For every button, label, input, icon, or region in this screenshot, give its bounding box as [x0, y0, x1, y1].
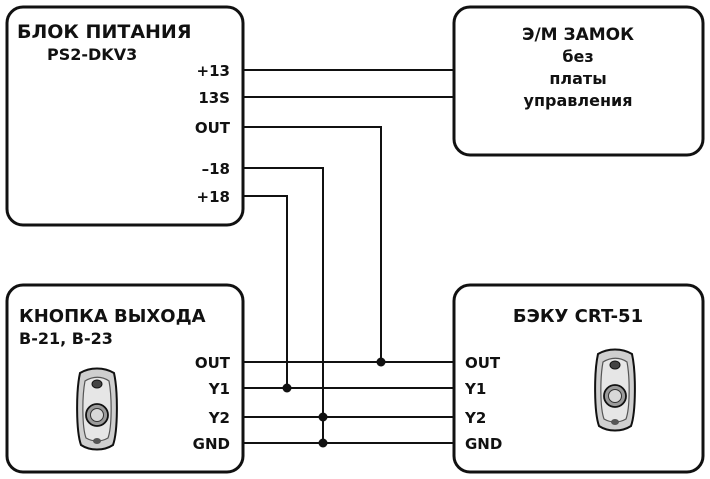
- wires: [243, 69, 454, 444]
- junction-gnd: [318, 438, 328, 448]
- controller-pin-y1: Y1: [464, 380, 486, 398]
- button-model: В-21, В-23: [19, 329, 113, 348]
- controller-title: БЭКУ CRT-51: [513, 306, 643, 327]
- lock-line-1: Э/М ЗАМОК: [522, 25, 634, 45]
- exit-button-icon: [76, 367, 118, 451]
- wire-plus18: [243, 195, 288, 388]
- lock-block: [452, 5, 705, 157]
- wire-minus18: [243, 167, 324, 443]
- psu-title: БЛОК ПИТАНИЯ: [17, 21, 191, 43]
- junction-y2: [318, 412, 328, 422]
- controller-pin-y2: Y2: [464, 409, 486, 427]
- lock-line-3: платы: [549, 69, 606, 88]
- psu-pin-plus18: +18: [197, 188, 230, 206]
- controller-block: [452, 283, 705, 474]
- button-pin-y2: Y2: [208, 409, 230, 427]
- controller-pin-out: OUT: [465, 354, 501, 372]
- junction-out: [376, 357, 386, 367]
- button-pin-y1: Y1: [208, 380, 230, 398]
- lock-line-2: без: [562, 47, 593, 66]
- wire-psu-out: [243, 126, 382, 362]
- psu-pin-minus18: –18: [202, 160, 230, 178]
- reader-device-icon: [594, 348, 636, 432]
- psu-model: PS2-DKV3: [47, 45, 137, 64]
- lock-line-4: управления: [524, 91, 633, 110]
- psu-block: [5, 5, 245, 227]
- psu-pin-out: OUT: [195, 119, 231, 137]
- psu-pin-plus13: +13: [197, 62, 230, 80]
- controller-pin-gnd: GND: [465, 435, 502, 453]
- button-pin-out: OUT: [195, 354, 231, 372]
- button-block: [5, 283, 245, 474]
- junctions: [282, 357, 386, 448]
- junction-y1: [282, 383, 292, 393]
- button-pin-gnd: GND: [193, 435, 230, 453]
- psu-pin-13s: 13S: [198, 89, 230, 107]
- button-title: КНОПКА ВЫХОДА: [19, 306, 206, 327]
